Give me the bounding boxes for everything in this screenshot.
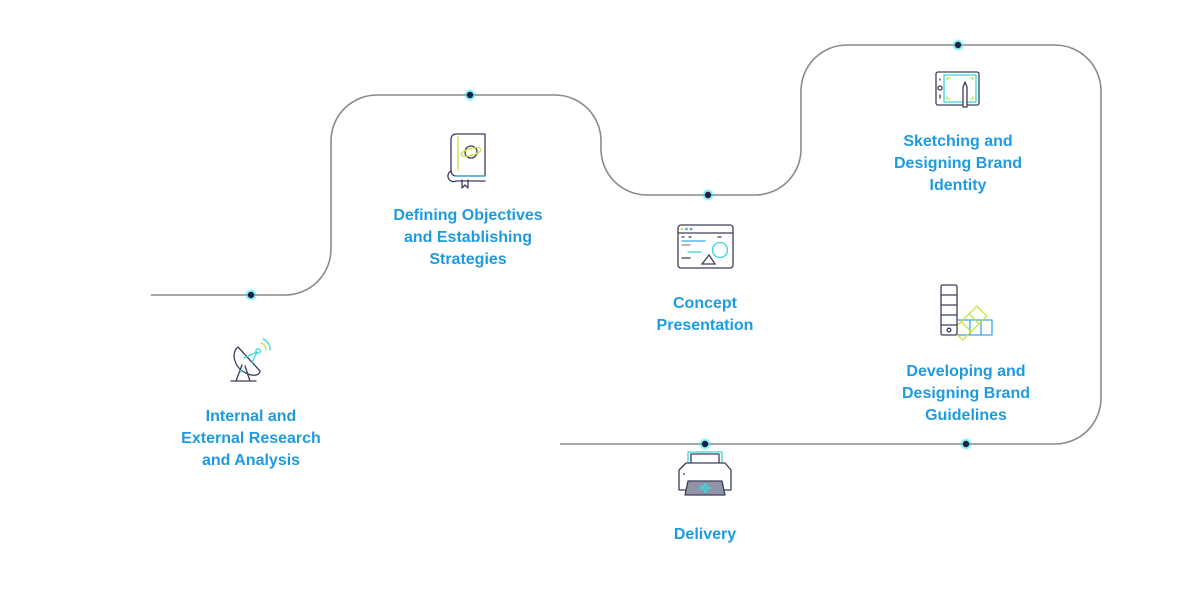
book-globe-icon [447,133,486,189]
satellite-dish-icon [230,338,271,382]
step-label-sketching: Sketching and Designing Brand Identity [893,133,1023,194]
step-label-delivery: Delivery [673,526,737,543]
browser-window-icon [677,224,734,269]
step-label-objectives: Defining Objectives and Establishing Str… [393,207,543,268]
step-node-delivery [700,439,710,449]
step-node-objectives [465,90,475,100]
step-node-concept [703,190,713,200]
drawing-tablet-icon [935,71,980,108]
step-label-guidelines: Developing and Designing Brand Guideline… [901,363,1031,424]
step-node-guidelines [961,439,971,449]
step-node-research [246,290,256,300]
step-label-research: Internal and External Research and Analy… [181,408,321,469]
step-node-sketching [953,40,963,50]
step-label-concept: Concept Presentation [656,295,754,334]
color-swatch-icon [940,284,993,341]
roadmap-path [151,44,1102,445]
printer-icon [678,451,732,496]
